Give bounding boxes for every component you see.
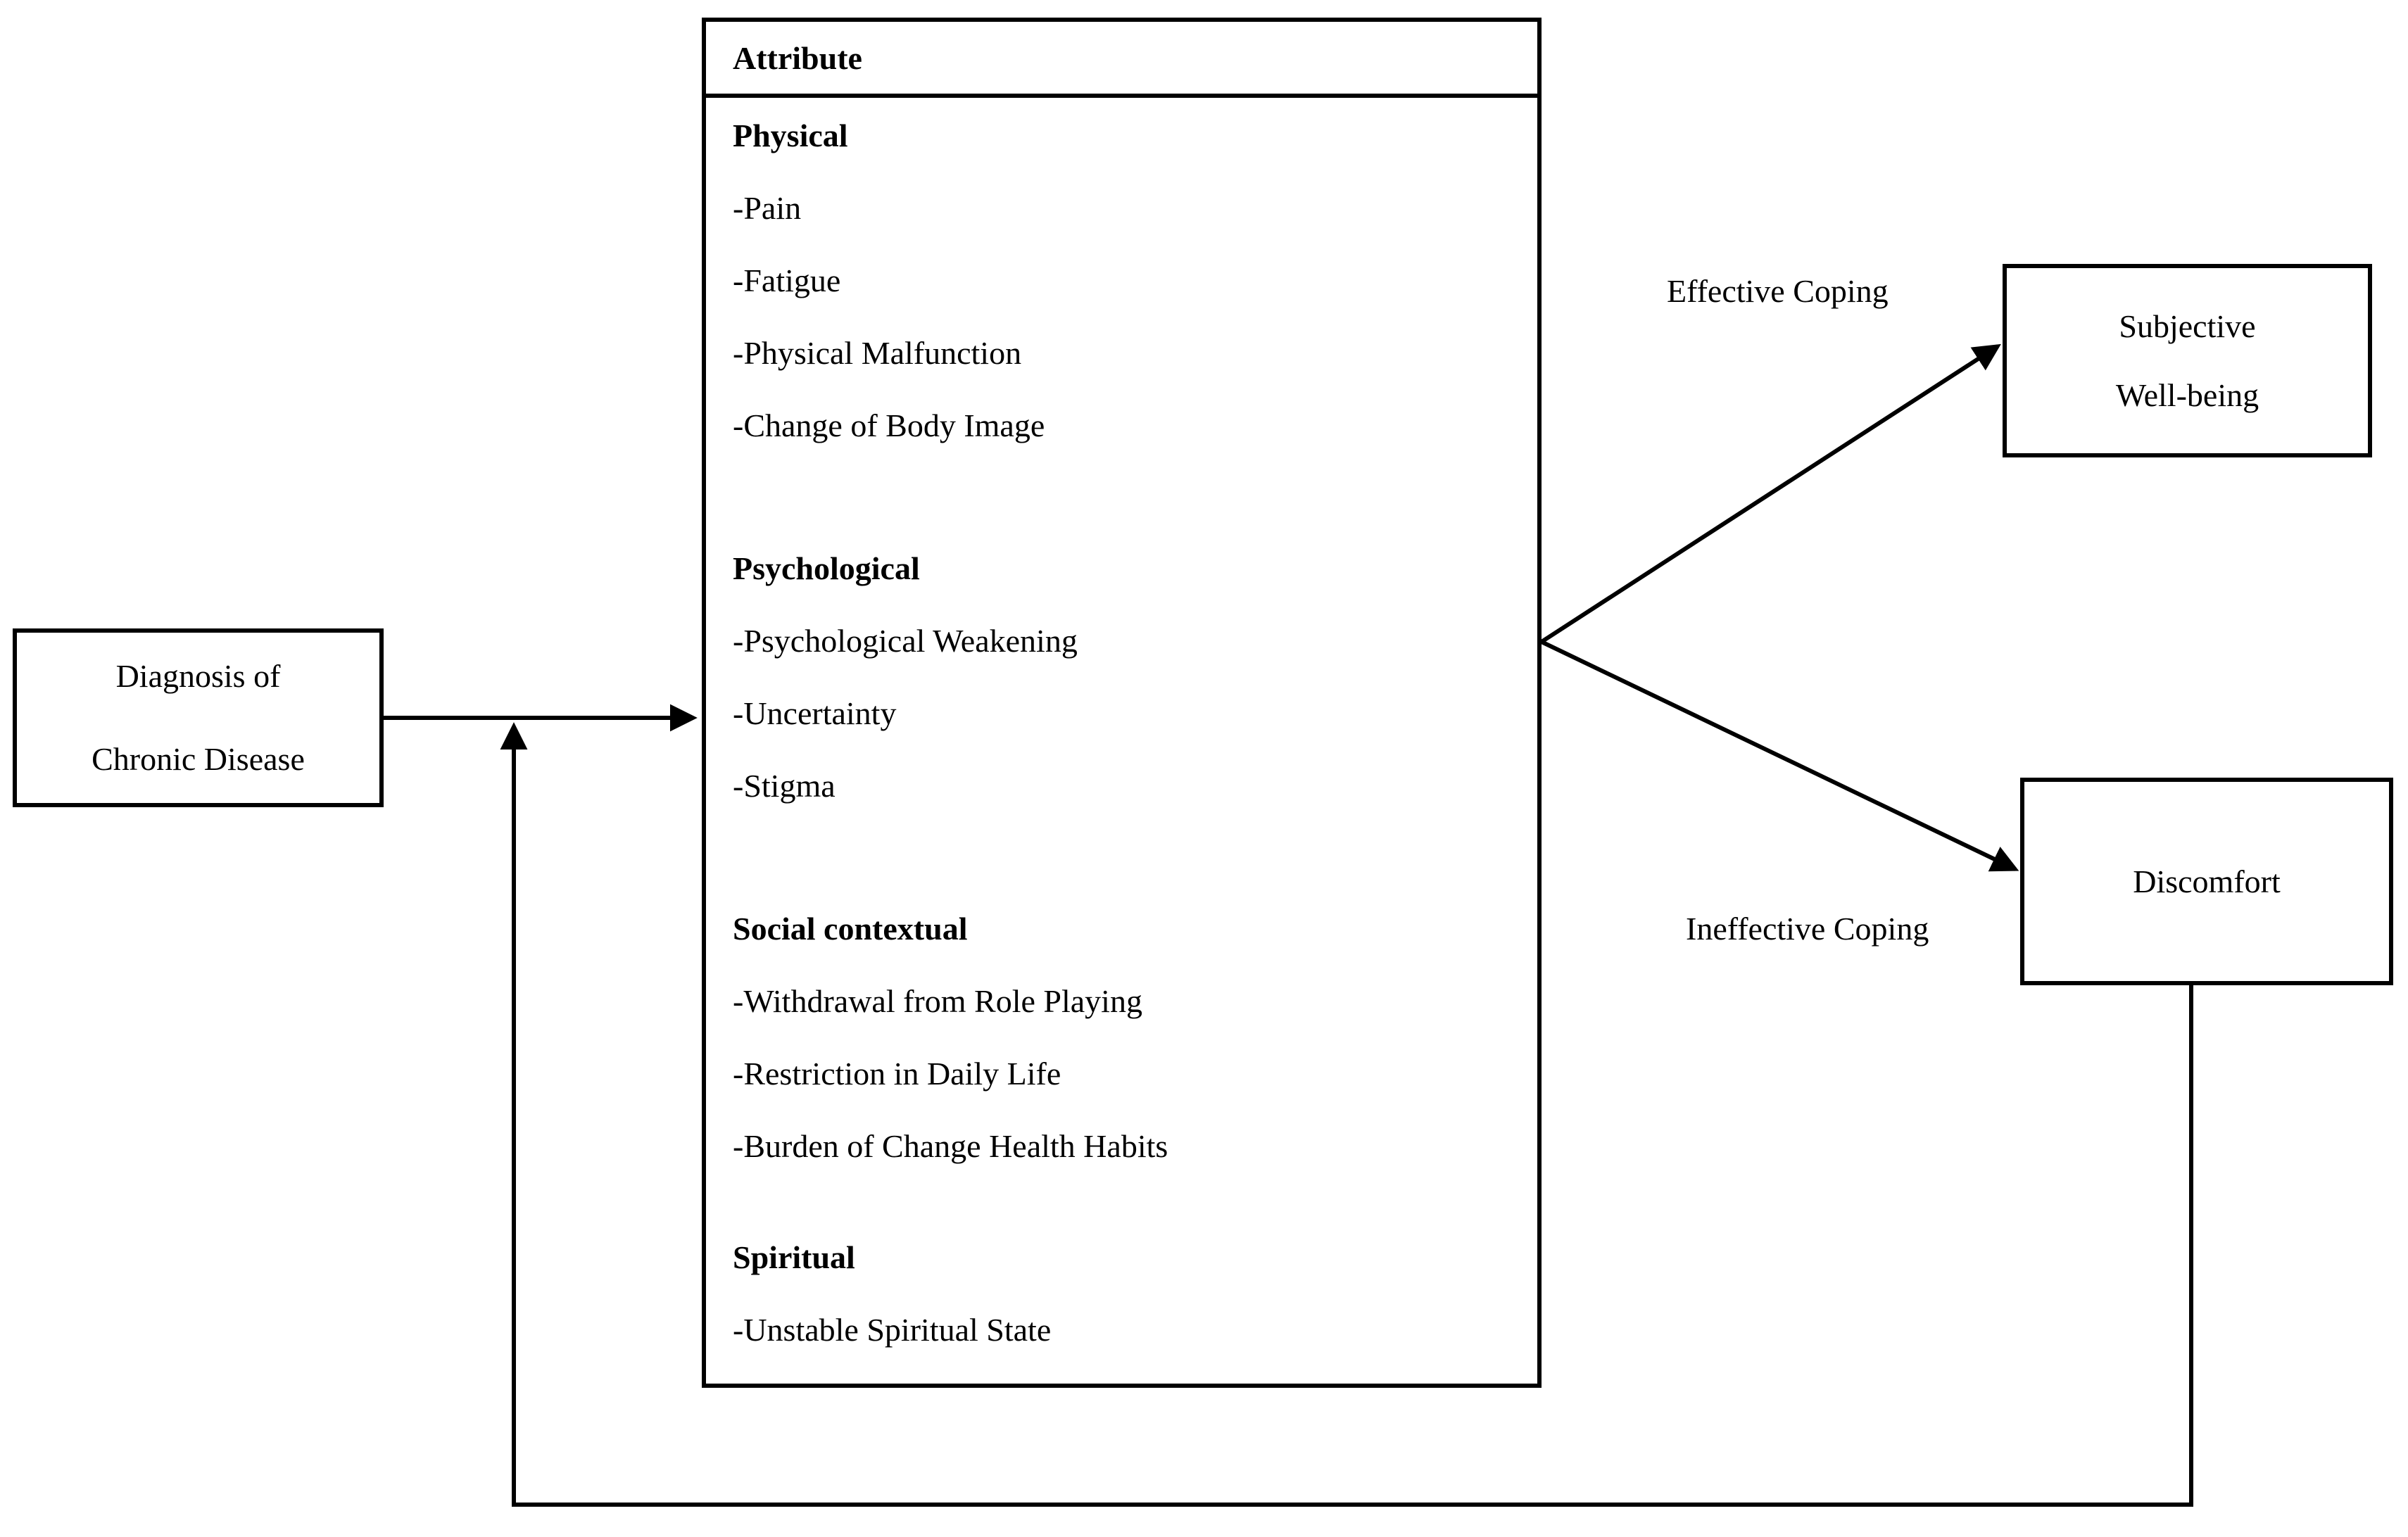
attribute-body: Physical -Pain -Fatigue -Physical Malfun…: [706, 98, 1537, 1366]
attribute-box: Attribute Physical -Pain -Fatigue -Physi…: [702, 18, 1542, 1388]
section-title-psychological: Psychological: [733, 550, 920, 586]
section-physical: Physical -Pain -Fatigue -Physical Malfun…: [733, 99, 1516, 462]
attribute-item: -Burden of Change Health Habits: [733, 1128, 1168, 1164]
arrow-ineffective-coping: [1540, 640, 2019, 872]
attribute-item: -Stigma: [733, 768, 836, 804]
attribute-item: -Psychological Weakening: [733, 623, 1078, 659]
diagnosis-line-2: Chronic Disease: [92, 741, 305, 777]
discomfort-label: Discomfort: [2133, 863, 2281, 899]
discomfort-box: Discomfort: [2020, 778, 2393, 985]
section-title-physical: Physical: [733, 118, 848, 153]
ineffective-coping-label: Ineffective Coping: [1686, 911, 1929, 947]
diagnosis-box: Diagnosis of Chronic Disease: [13, 628, 384, 807]
attribute-item: -Fatigue: [733, 263, 841, 298]
attribute-item: -Restriction in Daily Life: [733, 1056, 1061, 1092]
subjective-wellbeing-box: Subjective Well-being: [2003, 264, 2372, 457]
attribute-item: -Withdrawal from Role Playing: [733, 983, 1142, 1019]
wellbeing-line-2: Well-being: [2115, 377, 2259, 413]
attribute-item: -Change of Body Image: [733, 407, 1045, 443]
section-title-social-contextual: Social contextual: [733, 911, 968, 947]
attribute-item: -Physical Malfunction: [733, 335, 1022, 371]
effective-coping-label: Effective Coping: [1667, 273, 1889, 309]
wellbeing-line-1: Subjective: [2119, 308, 2256, 344]
attribute-header: Attribute: [706, 22, 1537, 98]
section-spiritual: Spiritual -Unstable Spiritual State: [733, 1221, 1516, 1366]
section-title-spiritual: Spiritual: [733, 1239, 855, 1275]
diagnosis-line-1: Diagnosis of: [115, 658, 281, 694]
attribute-item: -Unstable Spiritual State: [733, 1312, 1052, 1348]
section-social-contextual: Social contextual -Withdrawal from Role …: [733, 892, 1516, 1182]
feedback-loop-arrow: [500, 722, 2193, 1507]
arrow-effective-coping: [1540, 343, 2001, 644]
attribute-item: -Pain: [733, 190, 802, 226]
attribute-item: -Uncertainty: [733, 695, 897, 731]
section-psychological: Psychological -Psychological Weakening -…: [733, 532, 1516, 822]
